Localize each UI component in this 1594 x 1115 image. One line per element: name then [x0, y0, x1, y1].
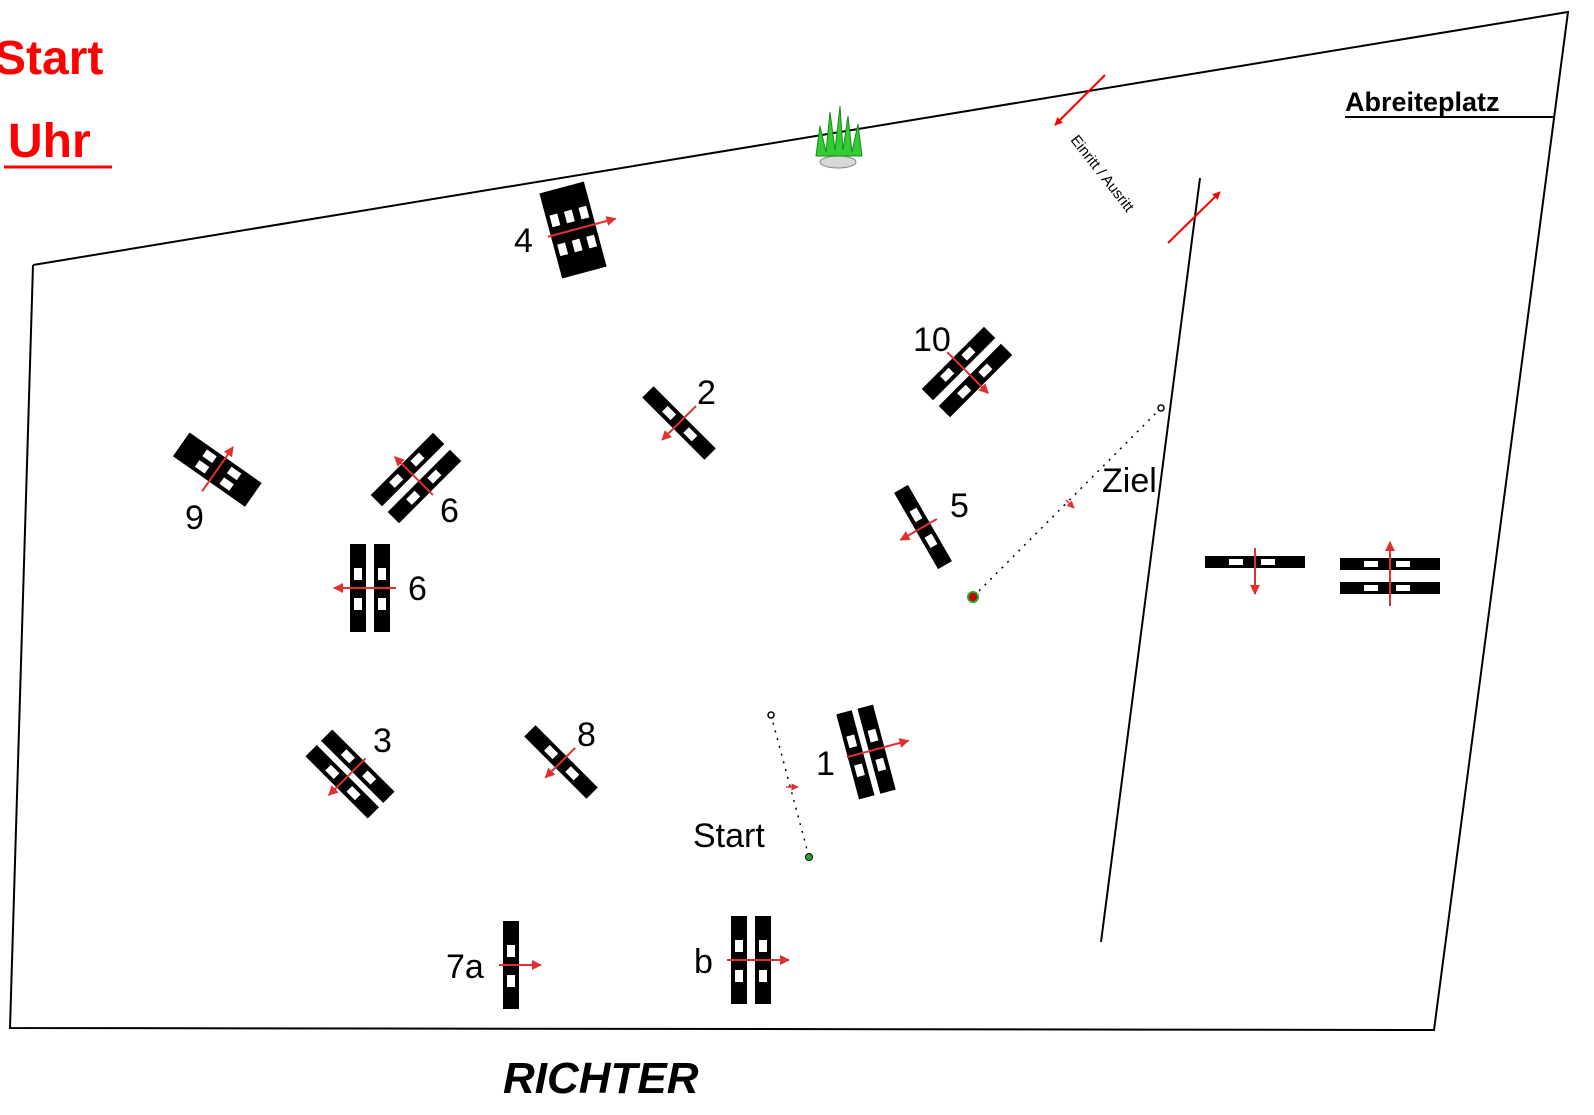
obstacle-2 — [642, 386, 716, 460]
obstacle-3-label: 3 — [373, 722, 392, 760]
start-line — [767, 711, 813, 861]
obstacle-7b — [727, 916, 790, 1004]
entry-arrow-icon — [1054, 74, 1106, 126]
arena-boundary — [8, 10, 1570, 1032]
entry-exit-label: Einritt / Ausritt — [1067, 132, 1138, 216]
judge-label: RICHTER — [503, 1054, 699, 1103]
obstacle-2-label: 2 — [697, 374, 716, 412]
plant-icon — [815, 105, 863, 169]
practice-fence-single — [1205, 548, 1305, 595]
obstacle-8 — [524, 725, 598, 799]
obstacle-7b-label: b — [694, 943, 713, 981]
start-line-label: Start — [693, 817, 765, 855]
obstacle-6-diagonal-label: 6 — [440, 492, 459, 530]
practice-fence-oxer — [1340, 541, 1440, 606]
obstacle-5-label: 5 — [950, 487, 969, 525]
obstacle-1 — [836, 704, 910, 800]
obstacle-6-vertical-label: 6 — [408, 570, 427, 608]
obstacle-1-label: 1 — [816, 745, 835, 783]
obstacle-10 — [921, 326, 1013, 418]
obstacle-8-label: 8 — [577, 716, 596, 754]
exit-arrow-icon — [1167, 191, 1221, 244]
obstacle-7a-label: 7a — [446, 948, 484, 986]
warmup-divider — [1100, 177, 1201, 943]
warmup-area-label: Abreiteplatz — [1345, 87, 1500, 117]
start-label: Start — [0, 32, 103, 85]
obstacle-10-label: 10 — [913, 321, 951, 359]
obstacle-4-label: 4 — [514, 222, 533, 260]
obstacle-7a — [499, 921, 542, 1009]
finish-line — [967, 404, 1165, 603]
obstacle-4 — [539, 181, 617, 279]
obstacle-3 — [305, 729, 395, 819]
obstacle-5 — [894, 484, 952, 570]
obstacle-6-diagonal — [370, 432, 462, 524]
obstacle-9-label: 9 — [185, 499, 204, 537]
obstacle-6-vertical — [333, 544, 396, 632]
clock-label: Uhr — [8, 115, 91, 168]
finish-line-label: Ziel — [1102, 462, 1157, 500]
obstacle-9 — [172, 432, 262, 507]
